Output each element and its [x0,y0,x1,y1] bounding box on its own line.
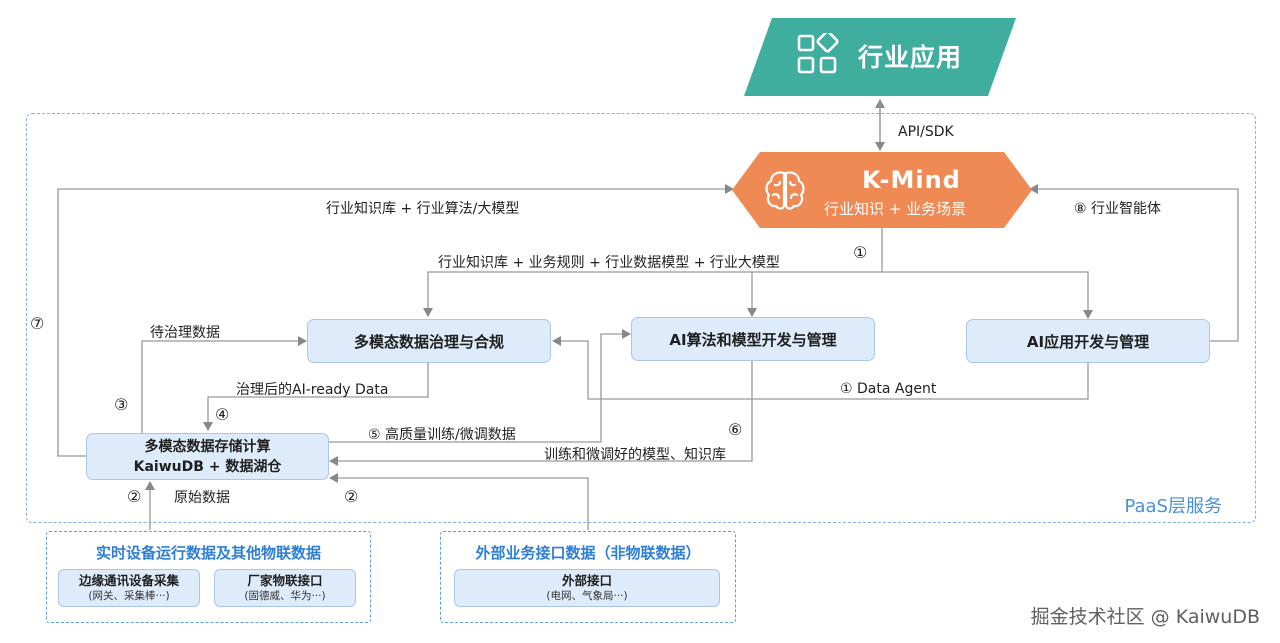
kmind-title: K-Mind [862,166,961,194]
governed-label: 治理后的AI-ready Data [236,382,389,398]
storage-line1: 多模态数据存储计算 [144,438,271,455]
arrow-1-distribution [423,228,883,317]
external-api-title: 外部接口 [561,573,612,588]
iot-source-frame [46,531,371,623]
external-source-frame [440,531,736,623]
paas-label: PaaS层服务 [1124,496,1222,517]
arrow-8-agent [1029,184,1239,342]
iot-source-title: 实时设备运行数据及其他物联数据 [95,544,321,562]
api-sdk-label: API/SDK [898,124,954,140]
paas-frame [26,113,1256,523]
step1-top-marker: ① [853,243,868,262]
arrow-7-knowledge [57,184,734,457]
storage-box[interactable]: 多模态数据存储计算 KaiwuDB + 数据湖仓 [86,433,329,480]
step2-right-marker: ② [344,487,359,506]
arrow-5-training [328,329,631,443]
agent-label: ⑧ 行业智能体 [1074,201,1162,217]
edge-device-sub: (网关、采集棒···) [88,590,170,602]
arrow-4-governed [203,363,429,431]
kmind-shape[interactable] [732,152,1032,228]
step3-marker: ③ [114,395,129,414]
pending-label: 待治理数据 [150,325,220,341]
watermark: 掘金技术社区 @ KaiwuDB [1030,606,1260,628]
raw-data-label: 原始数据 [174,490,230,506]
external-api-box[interactable]: 外部接口 (电网、气象局···) [454,569,720,607]
brain-icon [765,171,805,210]
edge-device-box[interactable]: 边缘通讯设备采集 (网关、采集棒···) [58,569,200,607]
governance-box[interactable]: 多模态数据治理与合规 [307,319,551,363]
hq-data-label: ⑤ 高质量训练/微调数据 [368,427,516,443]
trained-label: 训练和微调好的模型、知识库 [544,447,726,463]
step7-marker: ⑦ [30,314,45,333]
arrow-6-models [329,361,753,466]
vendor-iot-title: 厂家物联接口 [247,573,323,588]
storage-line2: KaiwuDB + 数据湖仓 [133,458,282,475]
ai-app-box[interactable]: AI应用开发与管理 [966,319,1210,363]
external-api-sub: (电网、气象局···) [546,590,628,602]
grid-app-icon [797,33,839,74]
knowledge-algo-label: 行业知识库 + 行业算法/大模型 [326,201,520,217]
edge-device-title: 边缘通讯设备采集 [78,573,179,588]
vendor-iot-sub: (固德威、华为···) [244,590,326,602]
arrow-data-agent [552,336,1089,400]
industry-app-label: 行业应用 [858,43,963,72]
data-agent-label: ① Data Agent [840,381,937,397]
knowledge-rules-label: 行业知识库 + 业务规则 + 行业数据模型 + 行业大模型 [438,255,780,271]
vendor-iot-box[interactable]: 厂家物联接口 (固德威、华为···) [214,569,356,607]
step2-left-marker: ② [127,487,142,506]
arrow-2-external [329,473,589,530]
kmind-subtitle: 行业知识 + 业务场景 [824,200,967,218]
ai-algo-box[interactable]: AI算法和模型开发与管理 [631,317,875,361]
arrow-3-pending [141,336,307,433]
step4-marker: ④ [215,405,230,424]
external-source-title: 外部业务接口数据（非物联数据） [475,544,701,562]
step6-marker: ⑥ [728,420,743,439]
